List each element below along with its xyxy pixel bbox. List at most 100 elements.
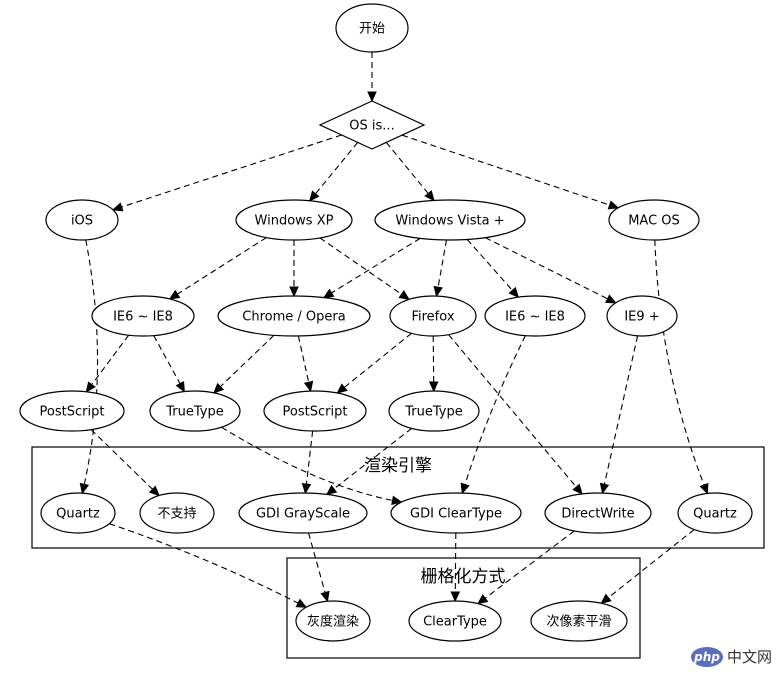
arrow-head (367, 91, 377, 103)
node-ellipse (388, 390, 480, 432)
edge-quartz1-to-gray (109, 523, 308, 608)
node-ellipse (217, 295, 371, 337)
edge-line (343, 332, 412, 388)
cluster-render-engine: 渲染引擎 (31, 446, 765, 549)
node-ellipse (19, 390, 125, 432)
arrow-head (303, 380, 314, 393)
arrow-head (572, 483, 583, 495)
node-label: ClearType (423, 615, 487, 630)
node-label: PostScript (283, 405, 348, 420)
edge-line (454, 532, 457, 593)
arrow-head (336, 383, 348, 394)
node-quartz2: Quartz (677, 492, 753, 534)
arrow-head (111, 202, 124, 212)
node-label: IE6 ~ IE8 (113, 310, 173, 325)
node-tt2: TrueType (388, 390, 480, 432)
arrow-head (599, 482, 610, 495)
node-label: 次像素平滑 (546, 614, 611, 630)
node-ellipse (139, 492, 215, 534)
edge-ios-to-quartz1 (79, 239, 99, 495)
arrow-head (607, 200, 620, 210)
node-ios: iOS (45, 199, 119, 241)
node-label: PostScript (40, 405, 105, 420)
node-label: iOS (71, 214, 93, 229)
node-ellipse (530, 600, 628, 642)
edge-line (221, 426, 393, 501)
edge-ie_vista-to-gdiclear (460, 335, 526, 495)
node-label: IE6 ~ IE8 (505, 310, 565, 325)
decision-diamond (318, 100, 426, 150)
node-ps1: PostScript (19, 390, 125, 432)
edge-line (401, 134, 610, 206)
node-ps2: PostScript (263, 390, 367, 432)
edge-start-to-os (367, 52, 377, 103)
node-label: 不支持 (157, 507, 196, 522)
arrow-head (699, 482, 709, 495)
edge-ie9-to-dwrite (599, 335, 639, 495)
edge-chrome-to-ps2 (297, 335, 314, 393)
edge-ps2-to-gdigray (301, 430, 314, 495)
edge-line (297, 335, 310, 383)
node-quartz1: Quartz (40, 492, 116, 534)
node-ie9: IE9 + (606, 295, 678, 337)
arrow-head (325, 484, 338, 496)
node-label: IE9 + (624, 310, 659, 325)
arrow-head (391, 495, 403, 505)
node-ellipse (335, 3, 409, 53)
node-ellipse (149, 390, 241, 432)
cluster-render-engine-title: 渲染引擎 (364, 456, 432, 476)
node-label: OS is... (349, 119, 394, 134)
edge-line (308, 532, 326, 593)
arrow-head (424, 190, 435, 202)
node-label: Windows Vista + (395, 214, 504, 229)
edge-line (121, 134, 342, 208)
node-winvista: Windows Vista + (374, 199, 526, 241)
edge-line (466, 239, 513, 291)
node-ellipse (40, 492, 116, 534)
node-firefox: Firefox (389, 295, 477, 337)
node-label: Quartz (693, 507, 737, 522)
node-label: GDI ClearType (410, 507, 502, 522)
node-mac: MAC OS (608, 199, 700, 241)
arrow-head (450, 591, 461, 603)
edge-winvista-to-chrome (322, 237, 421, 299)
node-ellipse (677, 492, 753, 534)
node-ellipse (484, 295, 586, 337)
edge-os-to-winxp (309, 142, 359, 202)
node-ellipse (374, 199, 526, 241)
edge-ie_xp-to-ps1 (85, 334, 130, 393)
edge-winvista-to-ie9 (485, 237, 617, 304)
arrow-head (301, 483, 312, 495)
edge-line (305, 430, 314, 485)
node-ellipse (544, 492, 652, 534)
node-label: Quartz (56, 507, 100, 522)
cluster-rasterization-box (286, 557, 641, 659)
cluster-rasterization-title: 栅格化方式 (421, 567, 506, 587)
watermark: php 中文网 (690, 646, 772, 667)
node-dwrite: DirectWrite (544, 492, 652, 534)
edge-line (464, 335, 526, 485)
arrow-head (476, 594, 489, 605)
edge-firefox-to-ps2 (336, 332, 412, 394)
edge-line (603, 335, 639, 485)
arrow-head (433, 285, 443, 298)
edge-line (91, 334, 130, 385)
edge-winvista-to-firefox (433, 239, 448, 298)
edge-tt2-to-gdigray (325, 427, 413, 496)
node-gdiclear: GDI ClearType (390, 492, 522, 534)
node-label: 开始 (359, 22, 385, 37)
node-label: TrueType (404, 405, 462, 420)
edge-winxp-to-chrome (289, 240, 299, 298)
edge-line (315, 142, 359, 195)
node-gdigray: GDI GrayScale (238, 492, 368, 534)
node-label: Chrome / Opera (242, 310, 345, 325)
node-label: Windows XP (255, 214, 334, 229)
edge-line (319, 237, 402, 295)
arrow-head (148, 485, 160, 497)
arrow-head (600, 593, 612, 605)
arrow-head (460, 482, 470, 495)
node-label: TrueType (165, 405, 223, 420)
node-ie_vista: IE6 ~ IE8 (484, 295, 586, 337)
arrow-head (295, 598, 308, 608)
node-label: GDI GrayScale (256, 507, 350, 522)
